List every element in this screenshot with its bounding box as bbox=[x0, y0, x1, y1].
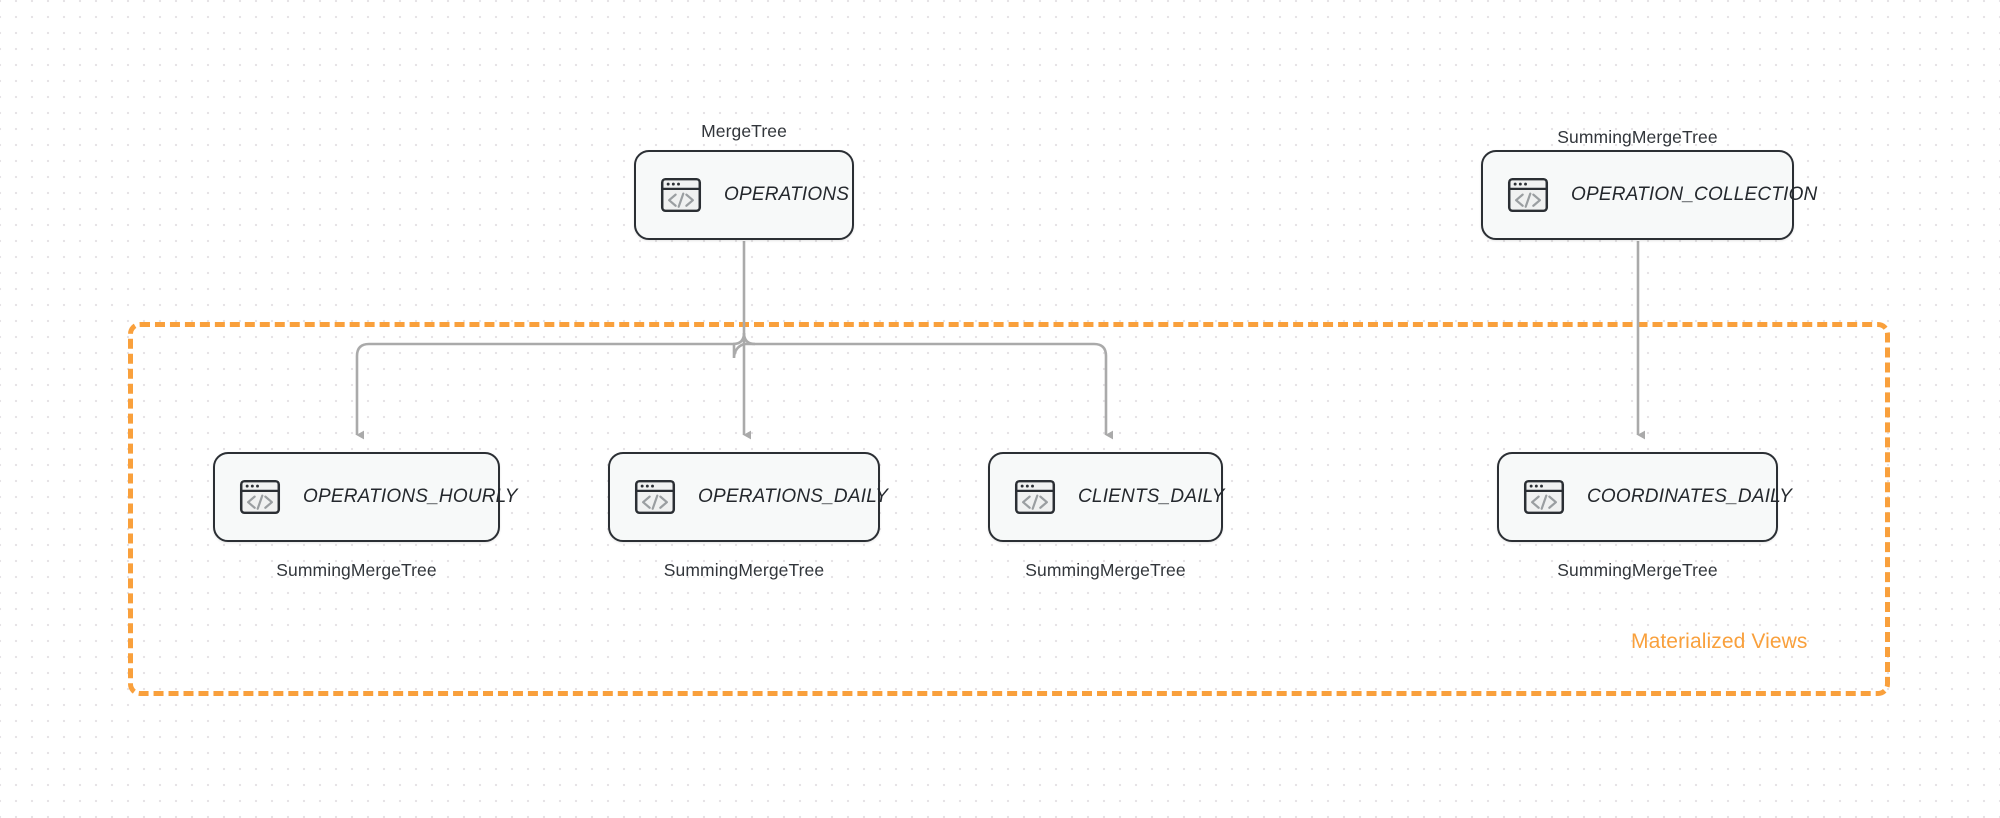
materialized-views-group bbox=[128, 322, 1890, 696]
engine-label-clients-daily: SummingMergeTree bbox=[1025, 560, 1186, 580]
engine-label-operations-hourly: SummingMergeTree bbox=[276, 560, 437, 580]
engine-label-coordinates-daily: SummingMergeTree bbox=[1557, 560, 1718, 580]
node-operations-daily[interactable]: OPERATIONS_DAILY bbox=[608, 452, 888, 542]
node-operations-hourly[interactable]: OPERATIONS_HOURLY bbox=[213, 452, 517, 542]
node-title-operations: OPERATIONS bbox=[724, 184, 850, 205]
code-window-icon bbox=[634, 479, 676, 515]
engine-label-operation-collection: SummingMergeTree bbox=[1557, 127, 1718, 147]
engine-label-operations-daily: SummingMergeTree bbox=[663, 560, 825, 580]
code-window-icon bbox=[1507, 177, 1549, 213]
code-window-icon bbox=[1523, 479, 1565, 515]
node-title-operation-collection: OPERATION_COLLECTION bbox=[1571, 184, 1818, 205]
node-title-clients-daily: CLIENTS_DAILY bbox=[1078, 486, 1225, 507]
engine-label-operations: MergeTree bbox=[701, 121, 787, 141]
node-title-coordinates-daily: COORDINATES_DAILY bbox=[1587, 486, 1793, 507]
materialized-views-label: Materialized Views bbox=[1631, 630, 1808, 653]
node-title-operations-daily: OPERATIONS_DAILY bbox=[698, 486, 889, 507]
code-window-icon bbox=[1014, 479, 1056, 515]
node-coordinates-daily[interactable]: COORDINATES_DAILY bbox=[1497, 452, 1792, 542]
code-window-icon bbox=[239, 479, 281, 515]
code-window-icon bbox=[660, 177, 702, 213]
node-clients-daily[interactable]: CLIENTS_DAILY bbox=[988, 452, 1225, 542]
node-operation-collection[interactable]: OPERATION_COLLECTION bbox=[1481, 150, 1817, 240]
node-title-operations-hourly: OPERATIONS_HOURLY bbox=[303, 486, 518, 507]
node-operations[interactable]: OPERATIONS bbox=[634, 150, 854, 240]
